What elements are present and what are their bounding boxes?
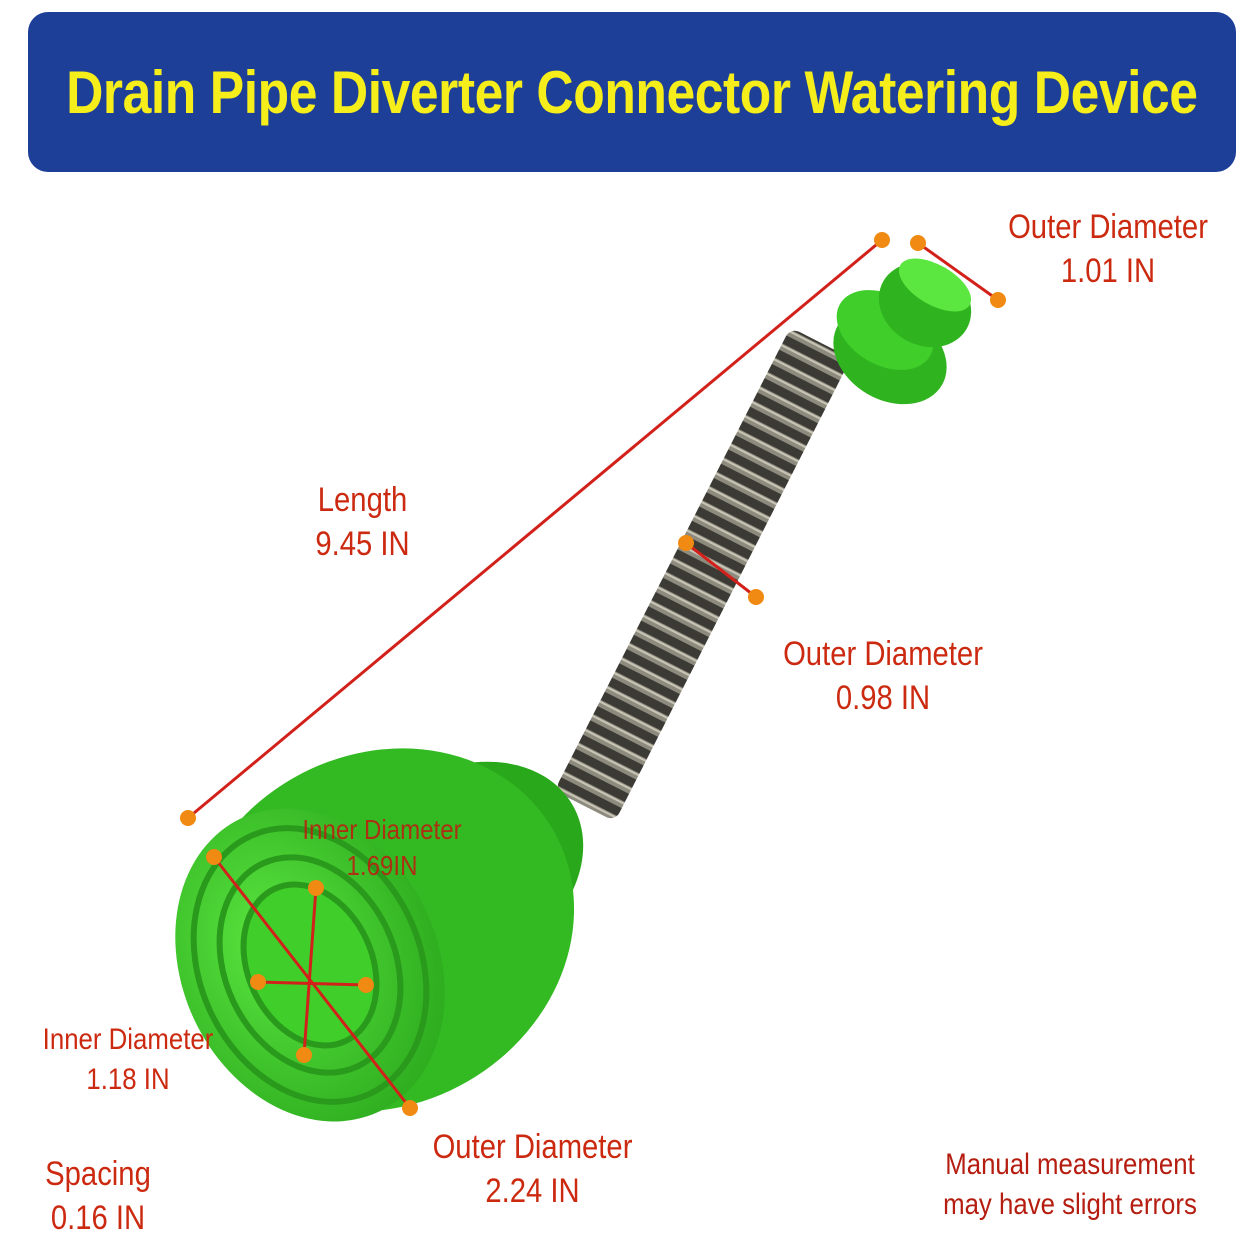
marker-dot: [678, 535, 694, 551]
marker-dot: [358, 977, 374, 993]
marker-dot: [250, 974, 266, 990]
marker-dot: [402, 1100, 418, 1116]
marker-dot: [748, 589, 764, 605]
marker-dot: [990, 292, 1006, 308]
marker-dot: [296, 1047, 312, 1063]
label-length: Length 9.45 IN: [315, 481, 410, 563]
measurement-markers: [180, 232, 1006, 1116]
base-cup: [175, 748, 584, 1122]
marker-dot: [206, 849, 222, 865]
banner-title: Drain Pipe Diverter Connector Watering D…: [66, 58, 1198, 126]
label-spring-outer-diameter: Outer Diameter 0.98 IN: [783, 635, 983, 717]
marker-dot: [910, 235, 926, 251]
marker-dot: [874, 232, 890, 248]
measurement-lines: [187, 238, 999, 1109]
label-ring-inner-diameter: Inner Diameter 1.18 IN: [42, 1023, 214, 1096]
label-base-inner-diameter: Inner Diameter 1.69IN: [302, 814, 462, 881]
top-connector: [833, 258, 972, 405]
marker-dot: [180, 810, 196, 826]
marker-dot: [308, 880, 324, 896]
title-banner: Drain Pipe Diverter Connector Watering D…: [28, 12, 1236, 172]
label-base-outer-diameter: Outer Diameter 2.24 IN: [432, 1128, 633, 1210]
label-spacing: Spacing 0.16 IN: [45, 1155, 151, 1237]
label-top-outer-diameter: Outer Diameter 1.01 IN: [1008, 208, 1208, 290]
measurement-note: Manual measurement may have slight error…: [943, 1148, 1197, 1221]
spring-hose: [557, 330, 848, 819]
